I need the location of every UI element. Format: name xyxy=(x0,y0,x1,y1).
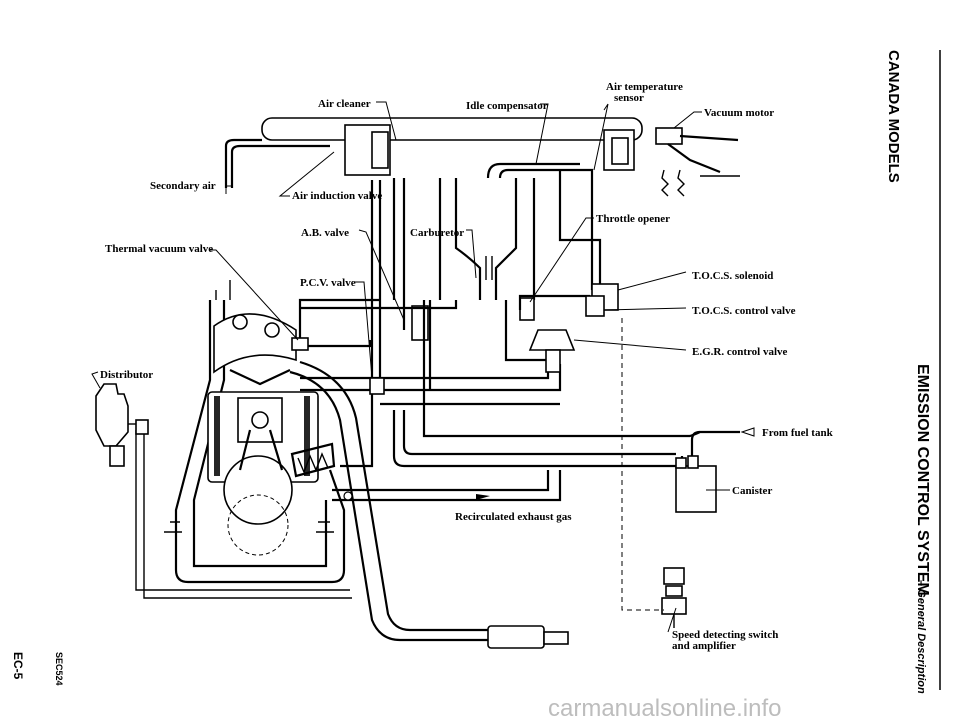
valves xyxy=(291,283,619,395)
throttle-opener-body xyxy=(519,297,535,321)
arrow-left-icon xyxy=(740,427,755,437)
label-tocs-control-valve: T.O.C.S. control valve xyxy=(692,305,796,317)
label-secondary-air: Secondary air xyxy=(150,180,216,192)
label-from-fuel-tank: From fuel tank xyxy=(762,427,834,439)
tocs-control-valve-body xyxy=(585,295,605,317)
egr-valve-diaphragm xyxy=(528,329,576,351)
label-speed-switch-line1: Speed detecting switch xyxy=(672,629,778,641)
cylinder-head xyxy=(213,313,297,374)
label-carburetor: Carburetor xyxy=(410,227,464,239)
side-titles: CANADA MODELS EMISSION CONTROL SYSTEM – … xyxy=(11,50,941,694)
label-throttle-opener: Throttle opener xyxy=(596,213,670,225)
speed-switch-assembly xyxy=(621,318,687,628)
flow-arrow-icon xyxy=(476,494,490,500)
label-pcv-valve: P.C.V. valve xyxy=(300,277,356,289)
muffler xyxy=(487,625,545,649)
secondary-air-hose xyxy=(230,144,330,188)
label-air-temp-sensor-line2: sensor xyxy=(614,92,644,104)
distributor-body xyxy=(95,383,129,447)
label-speed-switch-line2: and amplifier xyxy=(672,640,736,652)
label-air-cleaner: Air cleaner xyxy=(318,98,371,110)
label-canister: Canister xyxy=(732,485,772,497)
engine-block xyxy=(164,300,346,584)
section-subtitle: – General Description xyxy=(915,580,927,694)
label-vacuum-motor: Vacuum motor xyxy=(704,107,774,119)
distributor-assembly xyxy=(95,383,149,467)
leader-lines xyxy=(91,101,755,633)
speedometer-icon xyxy=(663,567,685,585)
label-air-temp-sensor-line1: Air temperature xyxy=(606,81,683,93)
electrical-wire xyxy=(621,318,664,611)
figure-code: SEC524 xyxy=(54,652,64,686)
label-idle-compensator: Idle compensator xyxy=(466,100,548,112)
canister-body xyxy=(675,465,717,513)
labels: Air cleaner Idle compensator Air tempera… xyxy=(100,81,834,652)
air-cleaner-assembly xyxy=(224,117,740,197)
crankshaft xyxy=(223,455,293,525)
air-cleaner-housing xyxy=(261,117,643,141)
amplifier-body xyxy=(661,597,687,615)
thermal-vacuum-valve-body xyxy=(291,337,309,351)
label-air-induction-valve: Air induction valve xyxy=(292,190,382,202)
label-egr-control-valve: E.G.R. control valve xyxy=(692,346,788,358)
label-distributor: Distributor xyxy=(100,369,153,381)
label-recirculated-exhaust-gas: Recirculated exhaust gas xyxy=(455,511,572,523)
hose-network xyxy=(135,162,740,599)
pcv-valve-body xyxy=(369,377,385,395)
label-tocs-solenoid: T.O.C.S. solenoid xyxy=(692,270,773,282)
page-number: EC-5 xyxy=(11,652,25,680)
section-title: EMISSION CONTROL SYSTEM xyxy=(914,364,931,596)
label-thermal-vacuum-valve: Thermal vacuum valve xyxy=(105,243,213,255)
canister-assembly xyxy=(675,455,717,513)
exhaust-system xyxy=(289,360,569,649)
vacuum-motor-body xyxy=(655,127,683,145)
canada-models-title: CANADA MODELS xyxy=(885,50,902,183)
ab-valve-body xyxy=(411,305,429,341)
watermark: carmanualsonline.info xyxy=(548,695,781,722)
label-ab-valve: A.B. valve xyxy=(301,227,349,239)
